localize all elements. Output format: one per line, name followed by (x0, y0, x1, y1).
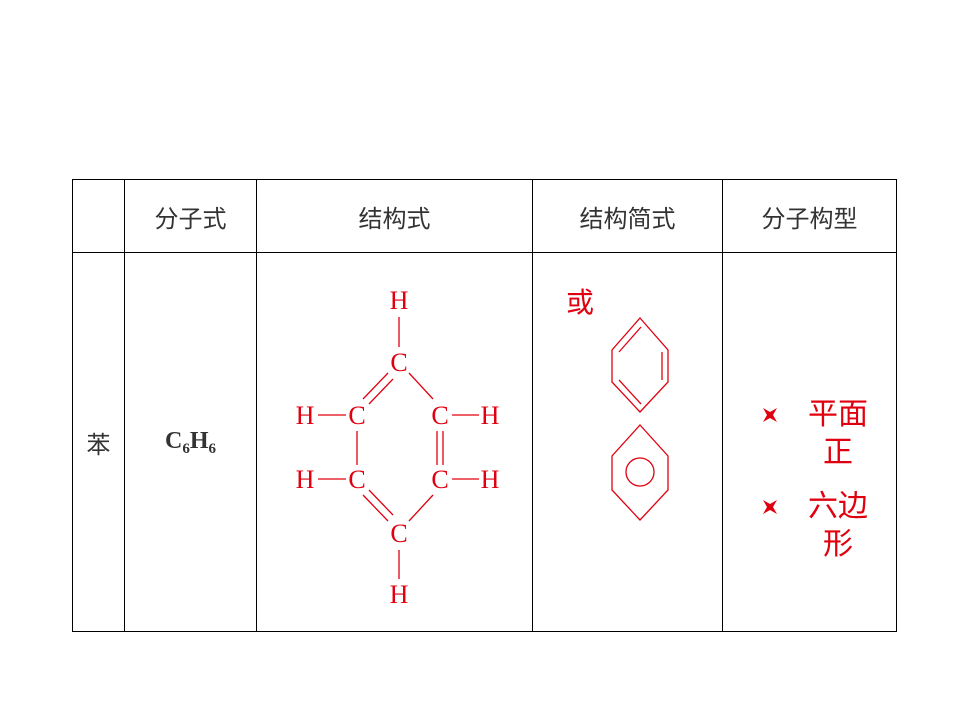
benzene-table: 分子式 结构式 结构简式 分子构型 苯 C6H6 H C H C C H H (72, 179, 897, 632)
or-label: 或 (566, 286, 595, 319)
compound-name: 苯 (72, 252, 125, 632)
bonds (318, 317, 479, 579)
shape-label-2: 六边形 (808, 489, 868, 562)
kekule-double-bond-3 (618, 379, 642, 405)
kekule-benzene (611, 317, 669, 413)
atom-h-upper-left: H (296, 401, 315, 430)
shape-label-1: 平面正 (808, 397, 868, 470)
table-header-row: 分子式 结构式 结构简式 分子构型 (72, 179, 897, 253)
header-molecular-formula: 分子式 (124, 179, 257, 253)
atom-h-upper-right: H (481, 401, 500, 430)
atom-c-upper-left: C (348, 401, 365, 430)
molecular-formula-cell: C6H6 (124, 252, 257, 632)
atom-c-top: C (390, 348, 407, 377)
formula-hydrogen: H (189, 428, 209, 454)
aromatic-circle (625, 457, 655, 487)
simplified-formula-cell: 或 (532, 252, 723, 632)
header-structural-formula: 结构式 (256, 179, 533, 253)
table-row: 苯 C6H6 H C H C C H H C C H C H (72, 252, 897, 632)
bond-c-top-upper-left-1 (362, 372, 389, 400)
atom-c-lower-left: C (348, 465, 365, 494)
header-simplified-formula: 结构简式 (532, 179, 723, 253)
kekule-double-bond-1 (618, 326, 642, 353)
four-point-star-icon (763, 500, 777, 514)
formula-carbon: C (164, 428, 183, 454)
atom-c-upper-right: C (431, 401, 448, 430)
structural-formula-diagram: H C H C C H H C C H C H (296, 286, 500, 609)
bond-c-top-upper-right (408, 372, 434, 400)
bond-c-top-upper-left-2 (368, 378, 394, 405)
header-molecular-shape: 分子构型 (722, 179, 897, 253)
atom-h-bottom: H (390, 580, 409, 609)
four-point-star-icon (763, 408, 777, 422)
molecular-shape-list: 平面正 六边形 (723, 256, 896, 628)
atom-c-bottom: C (390, 519, 407, 548)
simplified-formula-diagram (611, 317, 669, 521)
atom-c-lower-right: C (431, 465, 448, 494)
bond-lower-right-c-bottom (408, 494, 434, 522)
atom-h-lower-right: H (481, 465, 500, 494)
kekule-hexagon (611, 317, 669, 413)
formula-hydrogen-count: 6 (208, 441, 217, 457)
bond-lower-left-c-bottom-1 (362, 494, 389, 522)
atom-h-lower-left: H (296, 465, 315, 494)
structural-formula-cell: H C H C C H H C C H C H (256, 252, 533, 632)
formula-carbon-count: 6 (182, 441, 190, 457)
molecular-formula: C6H6 (164, 428, 217, 457)
header-blank (72, 179, 125, 253)
bond-lower-left-c-bottom-2 (368, 489, 394, 516)
aromatic-hexagon (611, 424, 669, 521)
molecular-shape-cell: 平面正 六边形 (722, 252, 897, 632)
atom-h-top: H (390, 286, 409, 315)
aromatic-benzene (611, 424, 669, 521)
